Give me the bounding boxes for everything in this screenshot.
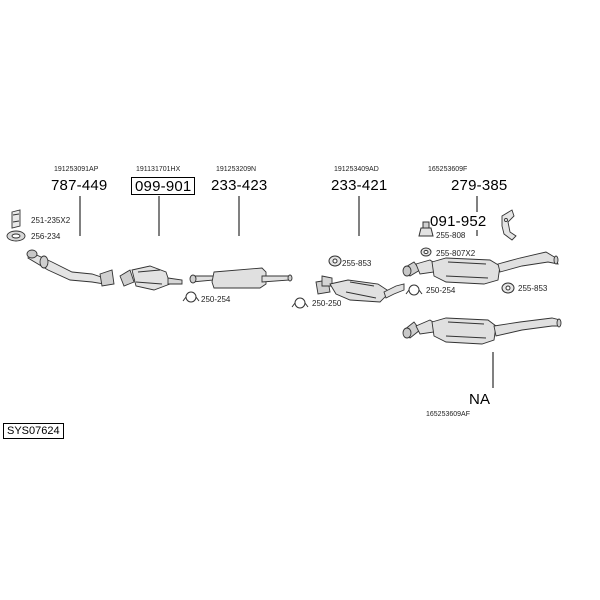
ref-label-front-pipe: 191253091AP — [54, 166, 99, 173]
ref-label-rear-silencer: 165253609F — [428, 166, 468, 173]
accessory-label-clamp-2[interactable]: 250-250 — [312, 299, 342, 308]
part-number-front-pipe[interactable]: 787-449 — [51, 177, 108, 194]
rubber-mount-icon[interactable] — [328, 255, 342, 267]
rubber-mount-icon[interactable] — [501, 282, 515, 294]
middle-silencer-icon[interactable] — [315, 275, 405, 303]
clamp-icon[interactable] — [405, 284, 423, 296]
accessory-label-bracket[interactable]: 251-235X2 — [31, 216, 71, 225]
ref-label-catalyst: 191131701HX — [136, 166, 181, 173]
accessory-label-clamp-3[interactable]: 250-254 — [426, 286, 456, 295]
part-number-rear-silencer[interactable]: 279-385 — [451, 177, 508, 194]
accessory-label-mount-x2[interactable]: 255-807X2 — [436, 249, 476, 258]
bracket-icon[interactable] — [11, 209, 21, 229]
part-number-catalyst[interactable]: 099-901 — [131, 177, 196, 195]
accessory-label-clamp-1[interactable]: 250-254 — [201, 295, 231, 304]
gasket-ring-icon[interactable] — [6, 230, 26, 242]
rubber-mount-icon[interactable] — [418, 221, 434, 237]
accessory-label-rubber-mount-2[interactable]: 255-808 — [436, 231, 466, 240]
rear-silencer-icon[interactable] — [402, 251, 559, 285]
ref-label-front-silencer: 191253209N — [216, 166, 257, 173]
accessory-label-rubber-mount-1[interactable]: 255-853 — [342, 259, 372, 268]
clamp-icon[interactable] — [182, 291, 200, 303]
ref-label-middle-silencer: 191253409AD — [334, 166, 379, 173]
mounting-bracket-icon[interactable] — [501, 209, 517, 241]
clamp-icon[interactable] — [291, 297, 309, 309]
rear-silencer-alt-icon[interactable] — [402, 317, 562, 345]
hanger-icon[interactable] — [420, 247, 432, 257]
part-number-middle-silencer[interactable]: 233-421 — [331, 177, 388, 194]
ref-label-rear-silencer-alt: 165253609AF — [426, 411, 470, 418]
system-code-label: SYS07624 — [3, 423, 64, 439]
accessory-label-gasket[interactable]: 256-234 — [31, 232, 61, 241]
catalytic-converter-icon[interactable] — [119, 265, 183, 291]
part-number-front-silencer[interactable]: 233-423 — [211, 177, 268, 194]
front-silencer-icon[interactable] — [189, 267, 293, 289]
part-number-rear-silencer-alt[interactable]: NA — [469, 391, 491, 408]
accessory-label-rubber-mount-3[interactable]: 255-853 — [518, 284, 548, 293]
front-pipe-icon[interactable] — [26, 249, 115, 287]
part-number-mounting-bracket[interactable]: 091-952 — [430, 213, 487, 230]
